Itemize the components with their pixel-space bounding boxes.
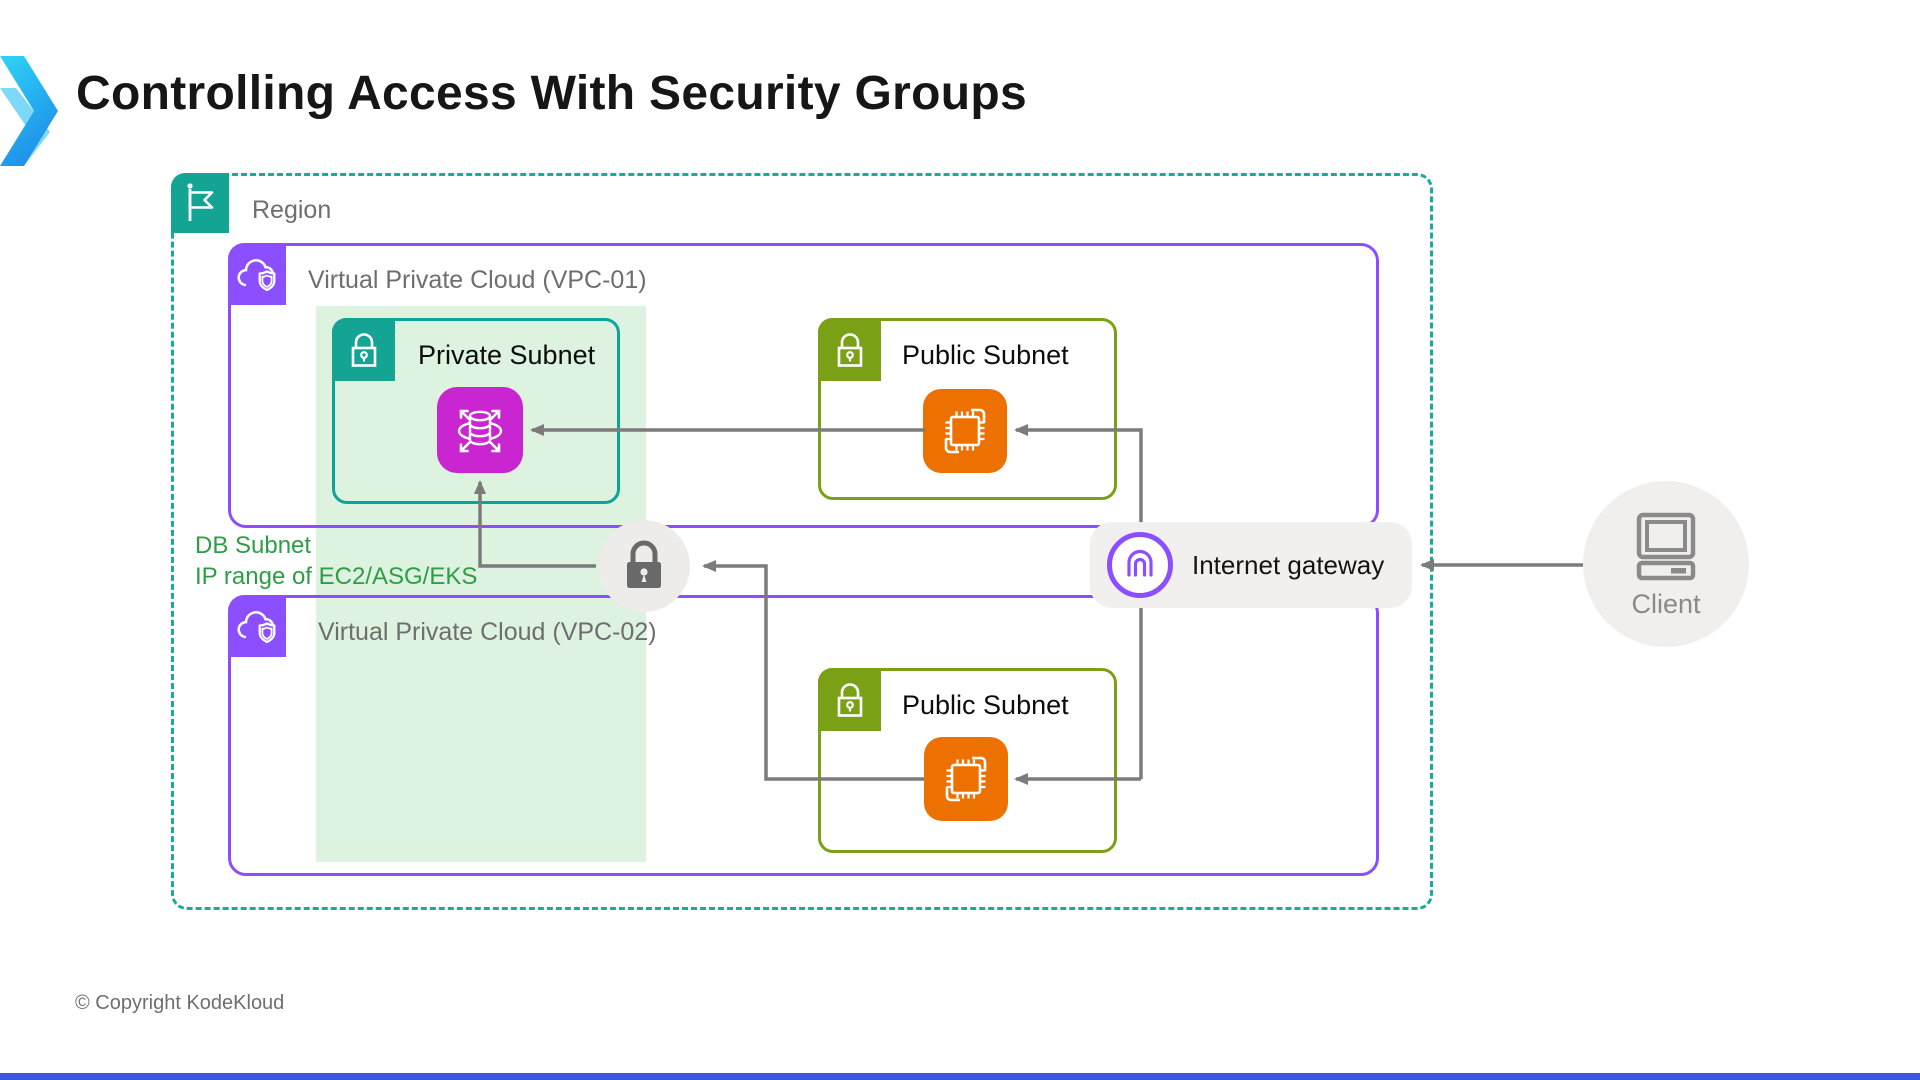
- private-subnet-container: [332, 318, 620, 504]
- public-subnet-2-lock-box: [818, 668, 881, 731]
- ec2-instance-icon: [923, 389, 1007, 473]
- annotation-line-2: IP range of EC2/ASG/EKS: [195, 563, 478, 590]
- region-label: Region: [252, 196, 332, 224]
- public-subnet-lock-icon: [837, 682, 862, 717]
- vpc-02-label: Virtual Private Cloud (VPC-02): [318, 618, 657, 646]
- copyright-text: © Copyright KodeKloud: [75, 992, 285, 1014]
- client-label: Client: [1631, 588, 1701, 619]
- vpc-01-icon-box: [228, 243, 286, 305]
- private-subnet-label: Private Subnet: [418, 340, 596, 370]
- annotation-line-1: DB Subnet: [195, 532, 312, 559]
- vpc-02-icon-box: [228, 595, 286, 657]
- public-subnet-1-container: [818, 318, 1117, 500]
- db-subnet-annotation: DB Subnet IP range of EC2/ASG/EKS: [195, 530, 477, 592]
- region-container: [171, 173, 1433, 910]
- client-computer-icon: [1636, 512, 1696, 580]
- vpc-cloud-shield-icon: [237, 259, 276, 292]
- security-group-badge: [598, 520, 690, 612]
- private-subnet-lock-box: [332, 318, 395, 381]
- internet-gateway-icon: [1107, 532, 1173, 598]
- bottom-accent-bar: [0, 1073, 1920, 1080]
- public-subnet-1-label: Public Subnet: [902, 340, 1069, 370]
- private-subnet-lock-icon: [351, 332, 376, 367]
- region-icon-box: [171, 173, 229, 233]
- title-chevron-icon: [0, 56, 58, 166]
- public-subnet-2-label: Public Subnet: [902, 690, 1069, 720]
- database-icon: [437, 387, 523, 473]
- ec2-instance-icon: [924, 737, 1008, 821]
- region-flag-icon: [187, 183, 214, 221]
- vpc-cloud-shield-icon: [237, 611, 276, 644]
- public-subnet-1-lock-box: [818, 318, 881, 381]
- vpc-01-label: Virtual Private Cloud (VPC-01): [308, 266, 647, 294]
- public-subnet-lock-icon: [837, 332, 862, 367]
- vpc-01-container: [228, 243, 1379, 528]
- client-badge: Client: [1583, 481, 1749, 647]
- security-group-lock-icon: [627, 540, 661, 588]
- internet-gateway-label: Internet gateway: [1192, 550, 1385, 580]
- page-title: Controlling Access With Security Groups: [76, 67, 1027, 120]
